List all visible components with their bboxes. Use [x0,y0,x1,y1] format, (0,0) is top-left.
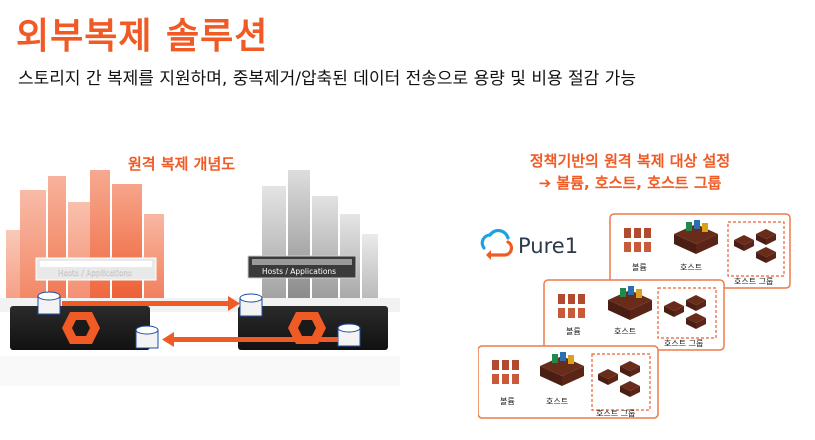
source-hosts-bar: Hosts / Applications [35,257,157,281]
volume-icon [492,360,519,384]
target-hosts-bar: Hosts / Applications [247,255,357,279]
pure1-brand-text: Pure1 [518,234,578,258]
page-subtitle: 스토리지 간 복제를 지원하며, 중복제거/압축된 데이터 전송으로 용량 및 … [18,69,636,89]
host-icon [608,286,652,320]
volume-icon [624,228,651,252]
replication-arrow-right [62,296,240,311]
host-group-label: 호스트 그룹 [734,277,773,286]
database-icon [337,323,361,347]
policy-heading-line2: ➔ 볼륨, 호스트, 호스트 그룹 [538,174,722,192]
replication-arrow-left [162,332,338,347]
volume-label: 볼륨 [632,262,647,272]
page-title: 외부복제 솔루션 [16,16,269,57]
policy-heading-line1: 정책기반의 원격 복제 대상 설정 [529,152,731,170]
database-icon [135,325,159,349]
pure1-logo: Pure1 [480,228,578,260]
source-array [10,306,150,350]
volume-label: 볼륨 [500,396,515,406]
host-label: 호스트 [680,263,702,272]
host-label: 호스트 [614,327,636,336]
target-city [262,170,378,300]
target-hosts-label: Hosts / Applications [262,267,336,276]
host-icon [540,352,584,386]
volume-icon [558,294,585,318]
host-group-icon [598,361,640,397]
policy-card: 볼륨 호스트 호스트 그룹 [478,345,659,419]
volume-label: 볼륨 [566,326,581,336]
source-hosts-label: Hosts / Applications [58,269,132,278]
host-group-label: 호스트 그룹 [664,339,703,348]
policy-card: 볼륨 호스트 호스트 그룹 [543,279,725,351]
host-group-icon [664,295,706,329]
host-group-icon [734,229,776,263]
replication-concept-heading: 원격 복제 개념도 [128,155,236,173]
cloud-sync-icon [480,228,514,260]
database-icon [37,291,61,315]
host-group-label: 호스트 그룹 [596,409,635,418]
host-label: 호스트 [546,397,568,406]
policy-card: 볼륨 호스트 호스트 그룹 [609,213,791,289]
database-icon [239,293,263,317]
replication-diagram: Hosts / Applications Hosts / Application… [0,170,400,386]
policy-cards: 볼륨 호스트 호스트 그룹 볼륨 호스트 호스트 그룹 [478,213,791,419]
host-icon [674,220,718,254]
policy-heading: 정책기반의 원격 복제 대상 설정 ➔ 볼륨, 호스트, 호스트 그룹 [470,150,790,194]
